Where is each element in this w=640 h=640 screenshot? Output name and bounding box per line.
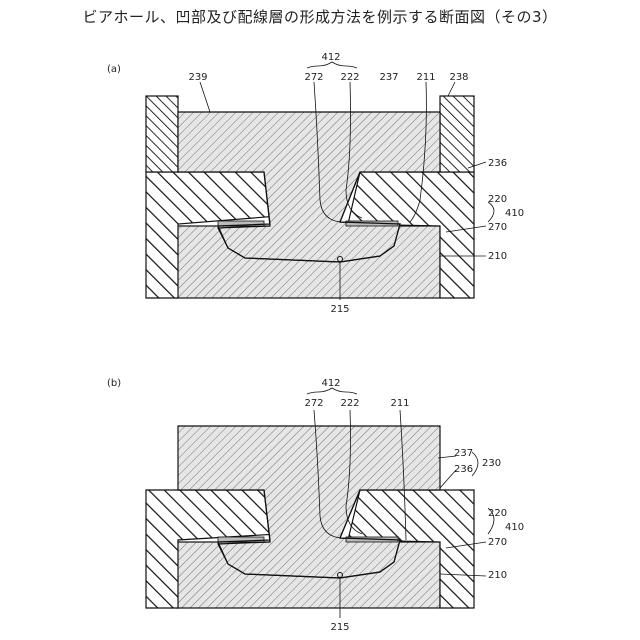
label-236-b: 236: [454, 464, 473, 475]
label-222-b: 222: [340, 398, 359, 409]
label-211-b: 211: [390, 398, 409, 409]
label-215-a: 215: [330, 304, 349, 315]
label-237-b: 237: [454, 448, 473, 459]
label-237-a: 237: [379, 72, 398, 83]
label-270-a: 270: [488, 222, 507, 233]
label-272-a: 272: [304, 72, 323, 83]
label-412-b: 412: [321, 378, 340, 389]
label-410-a: 410: [505, 208, 524, 219]
label-272-b: 272: [304, 398, 323, 409]
resist-238-right-a: [440, 96, 474, 172]
panel-a-label: (a): [107, 64, 121, 75]
resist-238-left-a: [146, 96, 178, 172]
panel-b: (b) 412 272 2: [107, 378, 524, 633]
label-220-b: 220: [488, 508, 507, 519]
label-210-a: 210: [488, 251, 507, 262]
label-236-a: 236: [488, 158, 507, 169]
label-238-a: 238: [449, 72, 468, 83]
panel-b-label: (b): [107, 378, 121, 389]
panel-a: (a): [107, 52, 524, 315]
label-270-b: 270: [488, 537, 507, 548]
label-220-a: 220: [488, 194, 507, 205]
label-239-a: 239: [188, 72, 207, 83]
label-412-a: 412: [321, 52, 340, 63]
label-215-b: 215: [330, 622, 349, 633]
label-222-a: 222: [340, 72, 359, 83]
label-230-b: 230: [482, 458, 501, 469]
label-410-b: 410: [505, 522, 524, 533]
label-211-a: 211: [416, 72, 435, 83]
label-210-b: 210: [488, 570, 507, 581]
